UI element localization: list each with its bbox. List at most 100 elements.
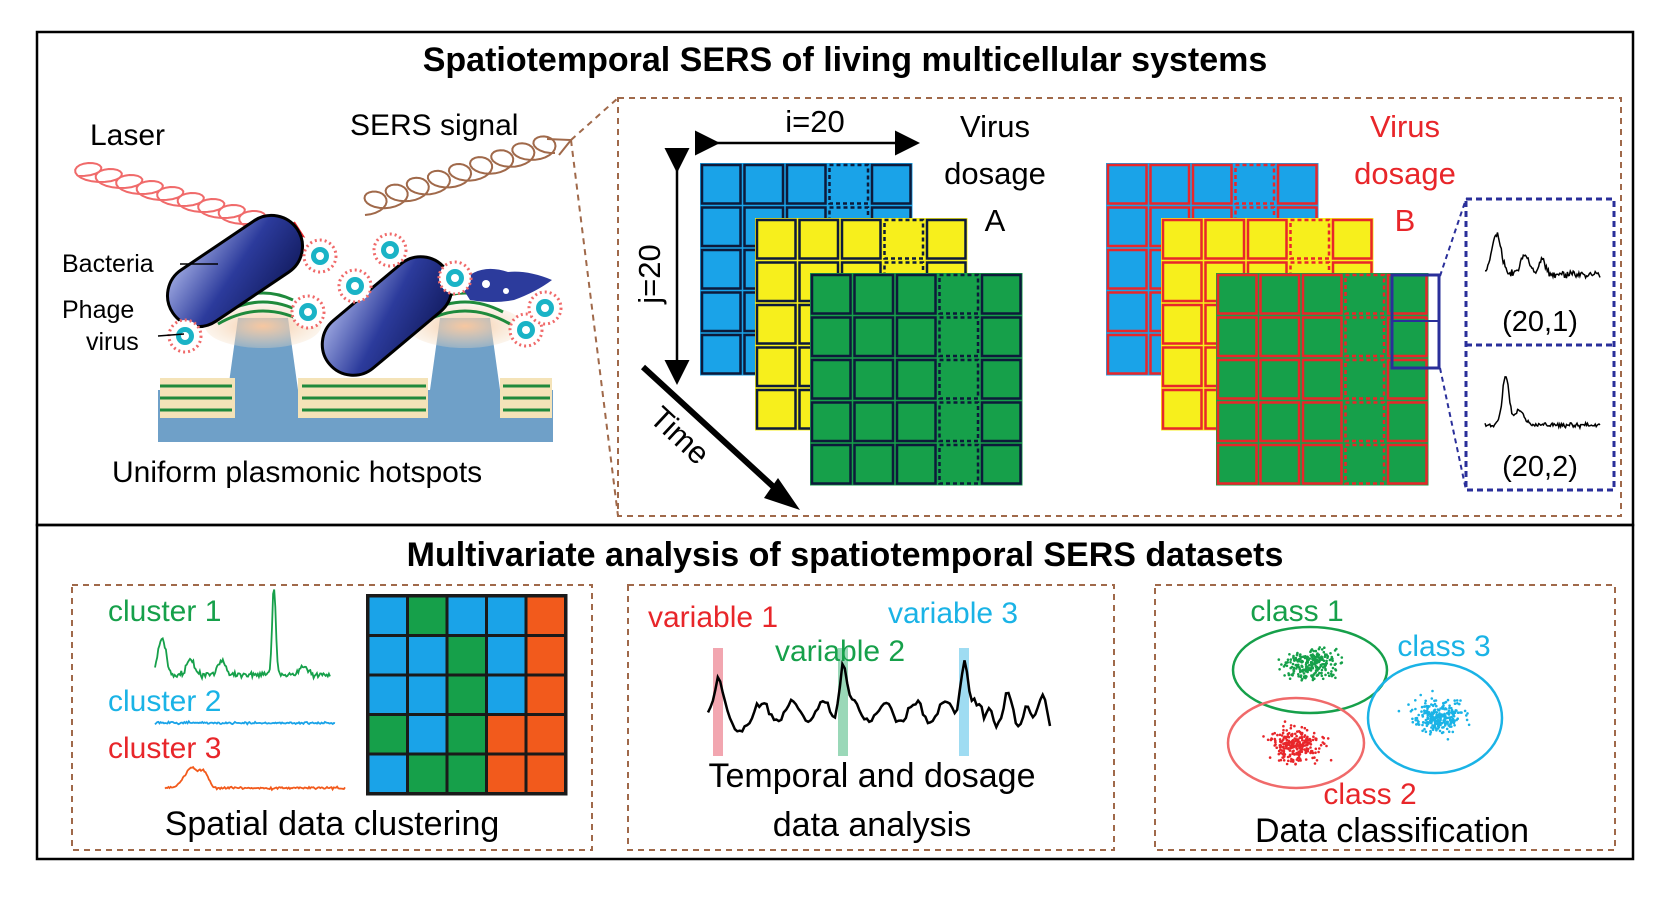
scatter-point [1298, 750, 1301, 753]
scatter-point [1324, 668, 1327, 672]
scatter-point [1331, 657, 1334, 660]
scatter-point [1300, 725, 1304, 729]
scatter-point [1285, 747, 1288, 750]
scatter-point [1312, 731, 1316, 735]
scatter-point [1303, 748, 1306, 751]
scatter-point [1297, 744, 1300, 747]
scatter-point [1322, 659, 1326, 663]
grid-cell [853, 316, 895, 358]
grid-cell [1386, 358, 1428, 400]
scatter-point [1295, 758, 1299, 761]
scatter-point [1297, 673, 1300, 676]
class3-ellipse [1366, 661, 1504, 775]
scatter-point [1438, 729, 1442, 733]
scatter-point [1463, 709, 1467, 713]
i-label: i=20 [785, 104, 844, 139]
scatter-point [1421, 723, 1424, 727]
scatter-point [1314, 747, 1318, 751]
classification-caption: Data classification [1255, 812, 1529, 850]
phage-icon [167, 318, 203, 354]
temporal-caption-1: Temporal and dosage [708, 757, 1035, 795]
scatter-point [1313, 762, 1317, 765]
scatter-point [1306, 655, 1309, 659]
grid-cell [700, 206, 742, 248]
scatter-point [1273, 744, 1276, 747]
scatter-point [1302, 668, 1305, 671]
scatter-point [1434, 715, 1437, 719]
grid-cell [1301, 316, 1343, 358]
grid-cell [853, 273, 895, 315]
scatter-point [1312, 649, 1315, 653]
grid-cell [1301, 358, 1343, 400]
scatter-point [1458, 702, 1461, 706]
scatter-point [1430, 713, 1434, 717]
scatter-point [1291, 662, 1295, 666]
grid-cell [1331, 218, 1373, 260]
scatter-point [1431, 704, 1435, 708]
laser-wave [74, 161, 287, 237]
grid-cell [1216, 316, 1258, 358]
grid-cell [810, 273, 852, 315]
scatter-point [1311, 666, 1314, 669]
scatter-point [1316, 659, 1320, 663]
cluster1-label: cluster 1 [108, 595, 221, 628]
grid-a-layer3-bg [810, 273, 1023, 486]
scatter-point [1286, 755, 1290, 759]
grid-cell [1344, 273, 1386, 315]
scatter-point [1433, 702, 1437, 706]
scatter-point [1451, 730, 1455, 734]
scatter-point [1321, 666, 1325, 669]
scatter-point [1286, 747, 1290, 750]
scatter-point [1277, 759, 1281, 762]
grid-cell [1149, 163, 1191, 205]
scatter-point [1290, 733, 1293, 737]
scatter-point [1305, 749, 1309, 752]
scatter-point [1283, 674, 1286, 677]
scatter-point [1453, 699, 1456, 702]
scatter-point [1289, 658, 1293, 661]
scatter-point [1307, 667, 1310, 670]
cluster-cell [409, 597, 446, 634]
scatter-point [1291, 760, 1295, 763]
grid-cell [1301, 273, 1343, 315]
phage-group [167, 232, 563, 354]
scatter-point [1423, 705, 1426, 708]
scatter-point [1447, 713, 1451, 716]
scatter-point [1300, 679, 1303, 682]
phage-icon [290, 294, 326, 330]
scatter-point [1287, 731, 1291, 735]
scatter-point [1314, 664, 1317, 668]
scatter-point [1311, 678, 1315, 682]
scatter-point [1290, 745, 1294, 748]
scatter-point [1433, 718, 1436, 722]
scatter-point [1448, 704, 1451, 707]
scatter-point [1435, 713, 1438, 716]
scatter-point [1415, 716, 1419, 720]
scatter-point [1285, 762, 1289, 766]
scatter-point [1287, 759, 1290, 763]
scatter-point [1432, 716, 1435, 719]
scatter-point [1295, 751, 1298, 755]
scatter-point [1444, 700, 1448, 704]
grid-cell [1386, 401, 1428, 443]
dosage-a-letter: A [985, 203, 1006, 238]
scatter-point [1300, 735, 1303, 739]
grid-cell [938, 273, 980, 315]
scatter-point [1454, 709, 1457, 712]
grid-cell [980, 316, 1022, 358]
scatter-point [1453, 702, 1457, 705]
scatter-point [1281, 756, 1284, 759]
temporal-caption-2: data analysis [773, 806, 971, 844]
scatter-point [1411, 717, 1414, 721]
class-scatter [1262, 646, 1471, 766]
scatter-point [1466, 712, 1469, 715]
class1-label: class 1 [1250, 595, 1343, 628]
grid-cell [1216, 273, 1258, 315]
grid-cell [1161, 261, 1203, 303]
grid-cell [1161, 346, 1203, 388]
scatter-point [1435, 711, 1439, 714]
scatter-point [1294, 732, 1297, 736]
scatter-point [1433, 721, 1437, 724]
cluster2-label: cluster 2 [108, 685, 221, 718]
scatter-point [1292, 666, 1296, 670]
